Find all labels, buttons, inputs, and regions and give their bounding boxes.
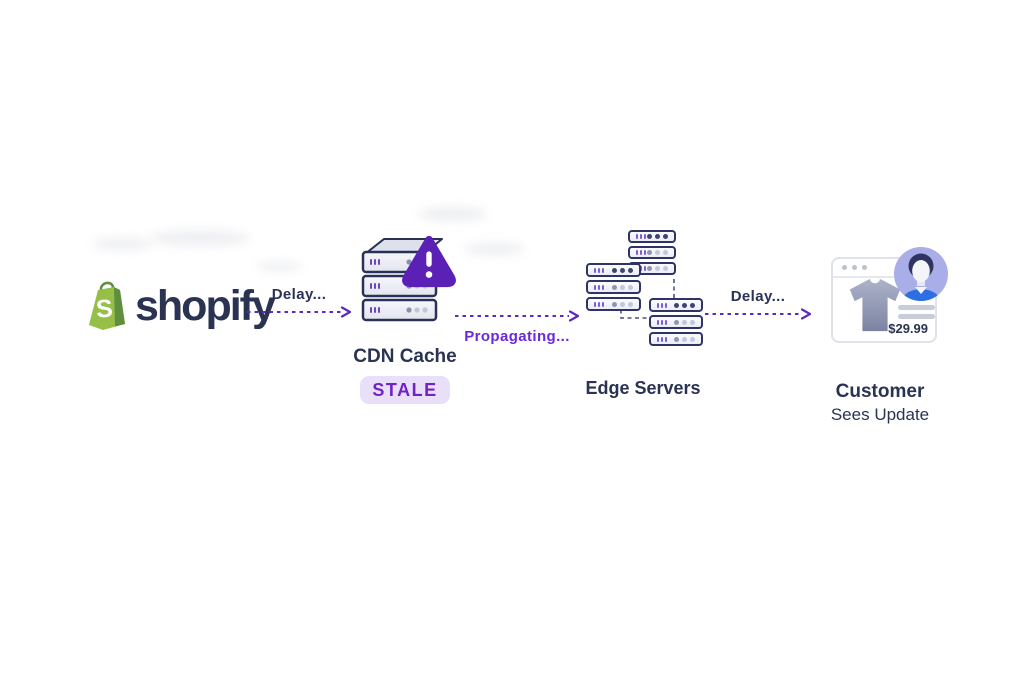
server-leds-icon [612, 267, 633, 273]
server-vents-icon [657, 319, 667, 325]
server-leds-icon [674, 336, 695, 342]
server-bar [649, 298, 703, 312]
background-smudge [463, 243, 525, 255]
background-smudge [418, 207, 488, 221]
server-leds-icon [647, 266, 668, 271]
server-vents-icon [636, 250, 646, 255]
arrow-shopify-to-cdn: Delay... [244, 286, 354, 318]
shopify-wordmark: shopify [135, 281, 276, 330]
shopify-bag-letter: S [95, 294, 114, 323]
customer-label: Customer [835, 381, 925, 402]
shopify-bag-icon: S [89, 281, 125, 330]
server-leds-icon [647, 250, 668, 255]
browser-window-icon: $29.99 [831, 257, 937, 343]
arrow-cdn-to-edge: Propagating... [452, 310, 582, 345]
edge-cluster-left [586, 263, 641, 311]
background-smudge [150, 230, 250, 246]
server-vents-icon [594, 284, 604, 290]
server-vents-icon [594, 301, 604, 307]
server-leds-icon [674, 319, 695, 325]
arrow-edge-to-customer: Delay... [702, 288, 814, 320]
server-leds-icon [674, 302, 695, 308]
server-bar [586, 263, 641, 277]
tshirt-icon [849, 278, 901, 332]
server-vents-icon [636, 234, 646, 239]
server-bar [628, 230, 676, 243]
stale-status-badge: STALE [360, 376, 450, 404]
propagating-label: Propagating... [464, 328, 570, 345]
server-bar [649, 315, 703, 329]
dashed-arrow-icon [455, 310, 580, 322]
server-leds-icon [612, 301, 633, 307]
text-placeholder-line [898, 305, 935, 310]
edge-cluster-bottom [649, 298, 703, 346]
server-leds-icon [612, 284, 633, 290]
server-bar [649, 332, 703, 346]
warning-triangle-icon [402, 235, 456, 288]
price-label: $29.99 [888, 321, 928, 336]
edge-servers-label: Edge Servers [585, 378, 701, 398]
background-smudge [256, 262, 302, 271]
server-leds-icon [647, 234, 668, 239]
dashed-arrow-icon [247, 306, 352, 318]
shopify-logo: S shopify [84, 280, 276, 332]
delay-label-2: Delay... [730, 288, 786, 305]
customer-sublabel: Sees Update [830, 405, 930, 424]
person-avatar-icon [894, 247, 948, 301]
server-bar [586, 280, 641, 294]
dashed-arrow-icon [705, 308, 812, 320]
edge-connector-lines [620, 279, 675, 319]
text-placeholder-line [898, 314, 935, 319]
server-bar [628, 246, 676, 259]
server-vents-icon [657, 302, 667, 308]
cdn-cache-label: CDN Cache [353, 346, 457, 367]
browser-titlebar [833, 259, 935, 278]
delay-label-1: Delay... [271, 286, 327, 303]
server-vents-icon [657, 336, 667, 342]
background-smudge [92, 238, 152, 250]
server-vents-icon [594, 267, 604, 273]
server-bar [586, 297, 641, 311]
